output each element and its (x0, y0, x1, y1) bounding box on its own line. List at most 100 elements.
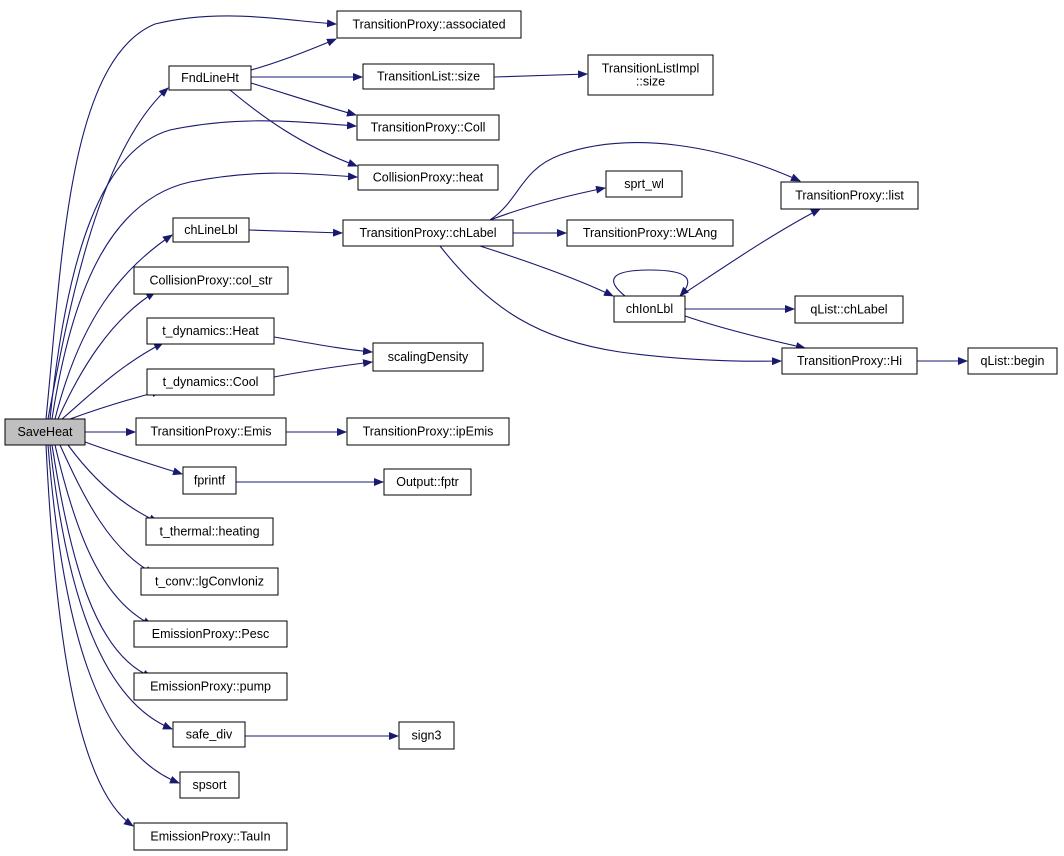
edge-tp_chlabel-to-tp_hi (439, 245, 782, 366)
node-qlist-chlabel[interactable]: qList::chLabel (794, 295, 904, 324)
edge-tl_size-to-tli_size (493, 70, 588, 79)
node-label: t_dynamics::Heat (162, 324, 259, 338)
node-box (172, 217, 250, 243)
node-tl-size[interactable]: TransitionList::size (362, 63, 495, 90)
node-box (967, 347, 1058, 375)
node-sign3[interactable]: sign3 (398, 721, 455, 750)
node-label: sprt_wl (624, 177, 664, 191)
node-box (613, 295, 686, 323)
edge-saveheat-to-tp_coll (49, 120, 357, 420)
edge-saveheat-to-cp_heat (51, 172, 358, 420)
node-tp-coll[interactable]: TransitionProxy::Coll (356, 114, 500, 141)
node-tthermal-heating[interactable]: t_thermal::heating (145, 517, 274, 546)
node-label: TransitionProxy::WLAng (583, 226, 717, 240)
edge-saveheat-to-ep_pump (51, 444, 153, 678)
node-box (4, 418, 86, 446)
edge-chionlbl-to-tp_hi (684, 315, 806, 350)
edge-tdyn_cool-to-scalingdensity (273, 359, 373, 378)
edge-fndlineht-to-cp_heat (229, 89, 358, 167)
node-label: TransitionProxy::chLabel (359, 226, 496, 240)
node-label: Output::fptr (396, 475, 459, 489)
node-box (146, 368, 275, 396)
node-box (172, 721, 246, 748)
node-box (133, 672, 288, 701)
node-label: TransitionProxy::Coll (371, 121, 486, 135)
edge-tdyn_heat-to-scalingdensity (273, 336, 373, 356)
node-scalingdensity[interactable]: scalingDensity (372, 342, 484, 372)
node-saveheat[interactable]: SaveHeat (4, 418, 86, 446)
node-spsort[interactable]: spsort (179, 771, 240, 799)
edge-saveheat-to-fndlineht (47, 87, 169, 420)
node-label: t_conv::lgConvIoniz (155, 575, 264, 589)
node-label: safe_div (186, 728, 233, 742)
node-label: spsort (192, 778, 227, 792)
edge-saveheat-to-tthermal_heating (67, 444, 159, 523)
node-box (182, 466, 237, 495)
node-cp-col-str[interactable]: CollisionProxy::col_str (133, 266, 289, 295)
node-box (362, 63, 495, 90)
node-box (356, 114, 500, 141)
node-box (346, 417, 510, 446)
node-label: EmissionProxy::Pesc (152, 627, 269, 641)
edge-saveheat-to-tp_associated (45, 15, 337, 420)
node-label: CollisionProxy::col_str (150, 274, 273, 288)
node-ep-tauin[interactable]: EmissionProxy::TauIn (133, 822, 288, 851)
node-chionlbl[interactable]: chIonLbl (613, 295, 686, 323)
node-chlinelbl[interactable]: chLineLbl (172, 217, 250, 243)
node-ep-pesc[interactable]: EmissionProxy::Pesc (133, 620, 288, 648)
edge-saveheat-to-ep_tauin (45, 444, 134, 827)
edge-saveheat-to-cp_col_str (57, 291, 156, 420)
nodes-layer: SaveHeat FndLineHt TransitionProxy::associ… (4, 10, 1058, 851)
node-box (357, 164, 499, 191)
edge-chionlbl-to-chionlbl (613, 269, 690, 297)
node-box (372, 342, 484, 372)
node-label: EmissionProxy::TauIn (150, 830, 270, 844)
node-cp-heat[interactable]: CollisionProxy::heat (357, 164, 499, 191)
node-sprt-wl[interactable]: sprt_wl (605, 170, 683, 198)
edge-saveheat-to-tdyn_heat (61, 342, 164, 420)
node-tconv-lgconvioniz[interactable]: t_conv::lgConvIoniz (140, 567, 279, 596)
node-ep-pump[interactable]: EmissionProxy::pump (133, 672, 288, 701)
node-fprintf[interactable]: fprintf (182, 466, 237, 495)
node-tp-chlabel[interactable]: TransitionProxy::chLabel (342, 219, 514, 247)
node-label: ::size (636, 75, 665, 89)
edge-fndlineht-to-tp_associated (250, 38, 337, 71)
node-label: qList::chLabel (810, 303, 887, 317)
edges-layer (45, 15, 968, 827)
node-box (342, 219, 514, 247)
edge-saveheat-to-tconv_lgconvioniz (59, 444, 155, 575)
node-qlist-begin[interactable]: qList::begin (967, 347, 1058, 375)
node-box (146, 317, 275, 345)
node-tp-emis[interactable]: TransitionProxy::Emis (135, 417, 287, 446)
edge-tp_chlabel-to-sprt_wl (489, 185, 606, 221)
edge-fndlineht-to-tp_coll (250, 82, 357, 117)
node-tp-wlang[interactable]: TransitionProxy::WLAng (566, 219, 734, 247)
node-tp-hi[interactable]: TransitionProxy::Hi (781, 347, 918, 375)
node-fndlineht[interactable]: FndLineHt (168, 65, 252, 91)
node-tdyn-cool[interactable]: t_dynamics::Cool (146, 368, 275, 396)
node-box (336, 10, 522, 39)
edge-saveheat-to-fprintf (84, 441, 183, 476)
node-tp-ipemis[interactable]: TransitionProxy::ipEmis (346, 417, 510, 446)
node-box (133, 822, 288, 851)
node-tp-associated[interactable]: TransitionProxy::associated (336, 10, 522, 39)
node-box (781, 347, 918, 375)
node-label: TransitionProxy::ipEmis (363, 425, 494, 439)
node-box (605, 170, 683, 198)
edge-saveheat-to-spsort (47, 444, 180, 784)
node-label: qList::begin (981, 354, 1045, 368)
edge-tp_chlabel-to-chionlbl (479, 245, 614, 297)
node-tdyn-heat[interactable]: t_dynamics::Heat (146, 317, 275, 345)
node-box (383, 468, 472, 496)
node-box (168, 65, 252, 91)
node-tp-list[interactable]: TransitionProxy::list (780, 181, 919, 210)
edge-saveheat-to-safe_div (49, 444, 173, 730)
node-output-fptr[interactable]: Output::fptr (383, 468, 472, 496)
node-safe-div[interactable]: safe_div (172, 721, 246, 748)
node-label: t_dynamics::Cool (163, 375, 259, 389)
edge-saveheat-to-chlinelbl (54, 234, 173, 420)
node-box (145, 517, 274, 546)
node-label: t_thermal::heating (159, 525, 259, 539)
node-tli-size[interactable]: TransitionListImpl::size (587, 54, 714, 96)
